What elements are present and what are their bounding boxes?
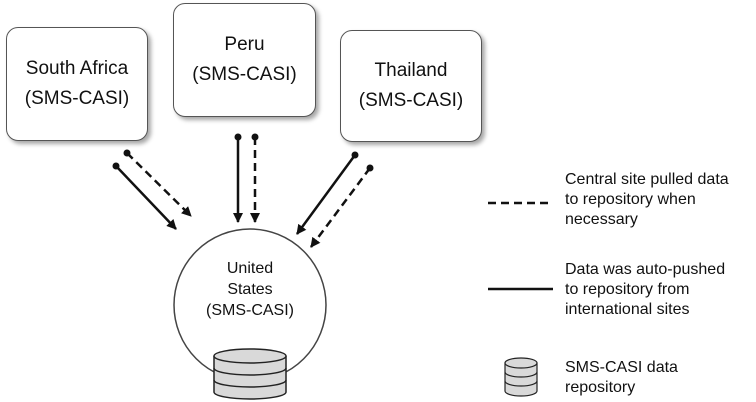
hub-label: United States (SMS-CASI) [180,258,320,321]
legend-line: to repository from [565,281,690,298]
site-name: South Africa [25,58,129,79]
connector-south-africa-pushed [112,162,177,230]
hub-label-line: United [226,260,274,277]
legend-line: Data was auto-pushed [565,261,726,278]
legend-pushed-text: Data was auto-pushed to repository from … [565,260,725,320]
connector-thailand-pushed [295,151,359,235]
legend-pulled-text: Central site pulled data to repository w… [565,170,729,230]
legend-line: to repository when [565,191,696,208]
site-box-south-africa: South Africa (SMS-CASI) [6,27,148,141]
hub-database-icon [213,348,287,400]
connector-peru-pushed [233,133,243,223]
legend-line: repository [565,379,636,396]
site-system: (SMS-CASI) [358,90,464,111]
site-name: Thailand [374,60,448,81]
connector-south-africa-pulled [123,149,192,217]
connector-peru-pulled [250,133,260,223]
connector-thailand-pulled [309,164,374,248]
legend-repository-text: SMS-CASI data repository [565,358,678,398]
legend-line: Central site pulled data [565,171,729,188]
legend-line: necessary [565,211,638,228]
hub-label-line: States [227,281,273,298]
legend-database-icon [504,357,538,397]
legend-line: SMS-CASI data [565,359,678,376]
site-box-peru: Peru (SMS-CASI) [173,3,316,117]
site-box-thailand: Thailand (SMS-CASI) [340,30,482,142]
site-system: (SMS-CASI) [192,64,297,85]
hub-label-line: (SMS-CASI) [206,302,294,319]
site-system: (SMS-CASI) [24,88,130,109]
site-name: Peru [224,34,265,55]
legend-line: international sites [565,301,690,318]
